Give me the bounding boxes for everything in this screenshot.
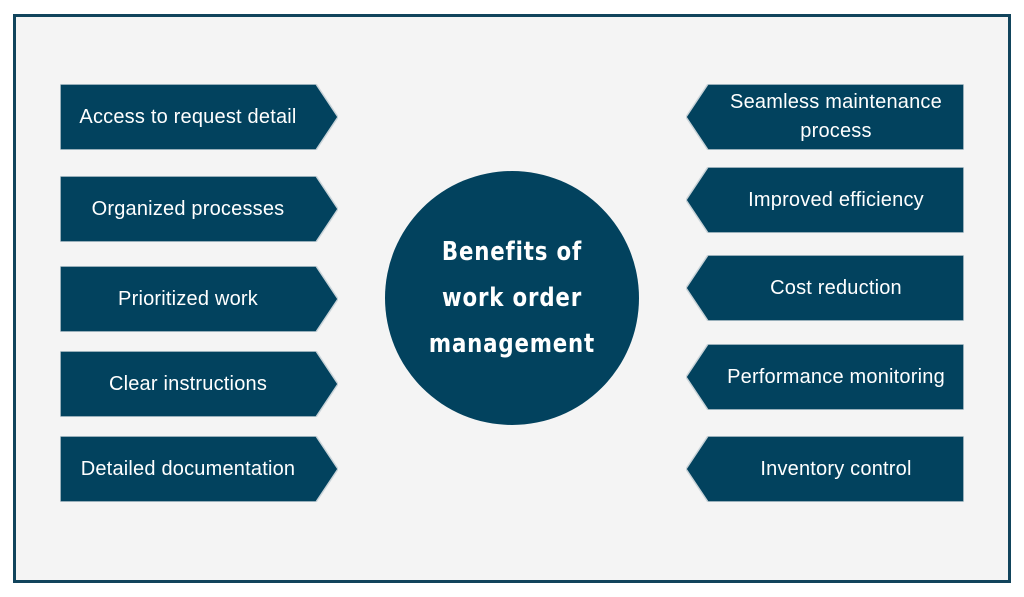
left-benefit-2: Organized processes	[60, 176, 338, 242]
left-benefit-5: Detailed documentation	[60, 436, 338, 502]
right-benefit-label: Improved efficiency	[748, 188, 924, 211]
diagram-title: Benefits of work order management	[428, 237, 596, 359]
left-benefit-label: Organized processes	[91, 197, 285, 220]
right-benefit-1: Seamless maintenance process	[686, 84, 964, 150]
left-benefit-label: Detailed documentation	[80, 457, 296, 480]
right-benefit-label: Performance monitoring	[727, 365, 945, 388]
right-benefit-5: Inventory control	[686, 436, 964, 502]
left-benefit-label: Prioritized work	[118, 287, 258, 310]
right-benefit-label: Cost reduction	[770, 276, 902, 299]
right-benefit-3: Cost reduction	[686, 255, 964, 321]
left-benefit-label: Clear instructions	[108, 372, 268, 395]
right-benefit-label: Seamless maintenance process	[730, 91, 942, 142]
right-benefit-4: Performance monitoring	[686, 344, 964, 410]
left-benefit-3: Prioritized work	[60, 266, 338, 332]
left-benefit-4: Clear instructions	[60, 351, 338, 417]
right-benefit-label: Inventory control	[760, 457, 912, 480]
left-benefit-1: Access to request detail	[60, 84, 338, 150]
right-benefit-2: Improved efficiency	[686, 167, 964, 233]
center-circle: Benefits of work order management	[385, 171, 639, 425]
left-benefit-label: Access to request detail	[79, 105, 297, 128]
